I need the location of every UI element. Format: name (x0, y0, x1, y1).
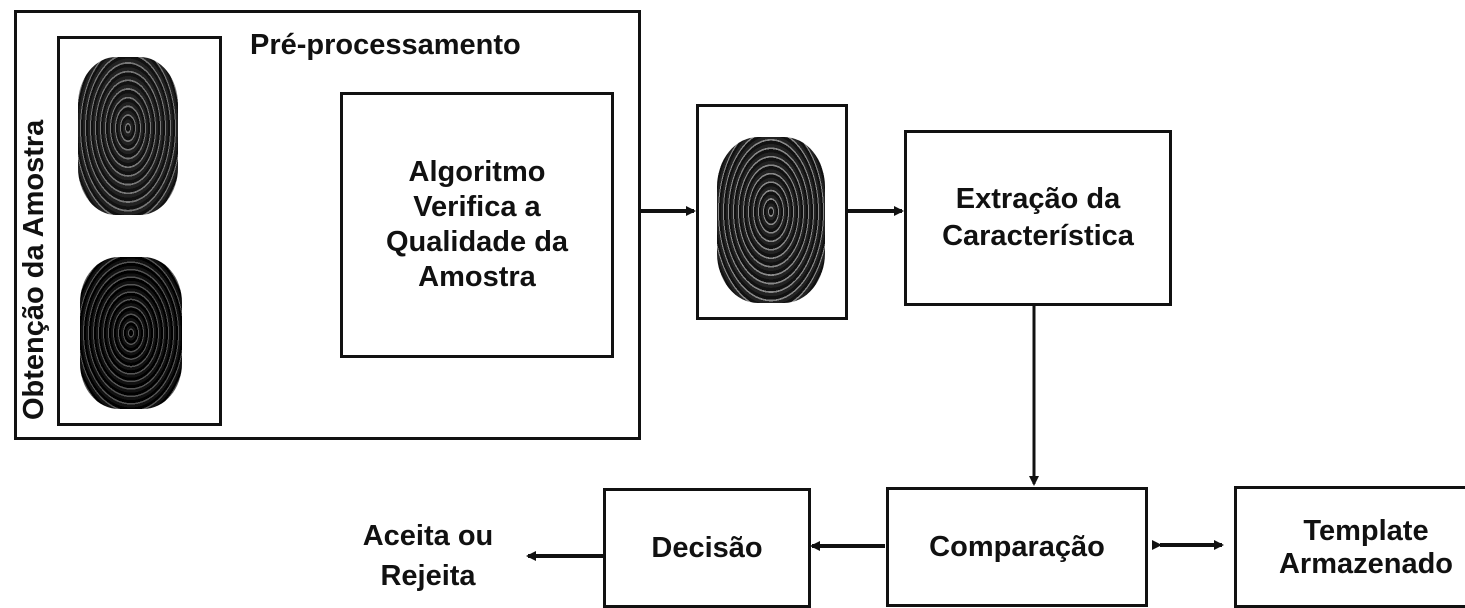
quality-check-line-3: Qualidade da (385, 226, 569, 258)
quality-check-line-4: Amostra (418, 261, 536, 293)
feature-extraction-box: Extração da Característica (904, 130, 1172, 306)
acquisition-label: Obtenção da Amostra (18, 119, 50, 420)
extraction-line-1: Extração da (955, 183, 1121, 215)
output-label: Aceita ou Rejeita (338, 516, 518, 596)
decision-box: Decisão (603, 488, 811, 608)
preprocessing-label: Pré-processamento (250, 29, 521, 61)
comparison-label: Comparação (929, 530, 1105, 563)
output-line-1: Aceita ou (362, 520, 494, 552)
selected-sample-box (696, 104, 848, 320)
fingerprint-selected (717, 137, 825, 303)
decision-label: Decisão (651, 531, 763, 564)
stored-template-box: Template Armazenado (1234, 486, 1465, 608)
template-line-2: Armazenado (1278, 548, 1454, 580)
extraction-line-2: Característica (942, 220, 1134, 252)
sample-acquisition-box (57, 36, 222, 426)
quality-check-box: Algoritmo Verifica a Qualidade da Amostr… (340, 92, 614, 358)
fingerprint-sample-2 (80, 257, 182, 409)
output-line-2: Rejeita (380, 560, 476, 592)
quality-check-line-1: Algoritmo (408, 156, 546, 188)
quality-check-line-2: Verifica a (413, 191, 541, 223)
template-line-1: Template (1303, 515, 1429, 547)
fingerprint-sample-1 (78, 57, 178, 215)
comparison-box: Comparação (886, 487, 1148, 607)
